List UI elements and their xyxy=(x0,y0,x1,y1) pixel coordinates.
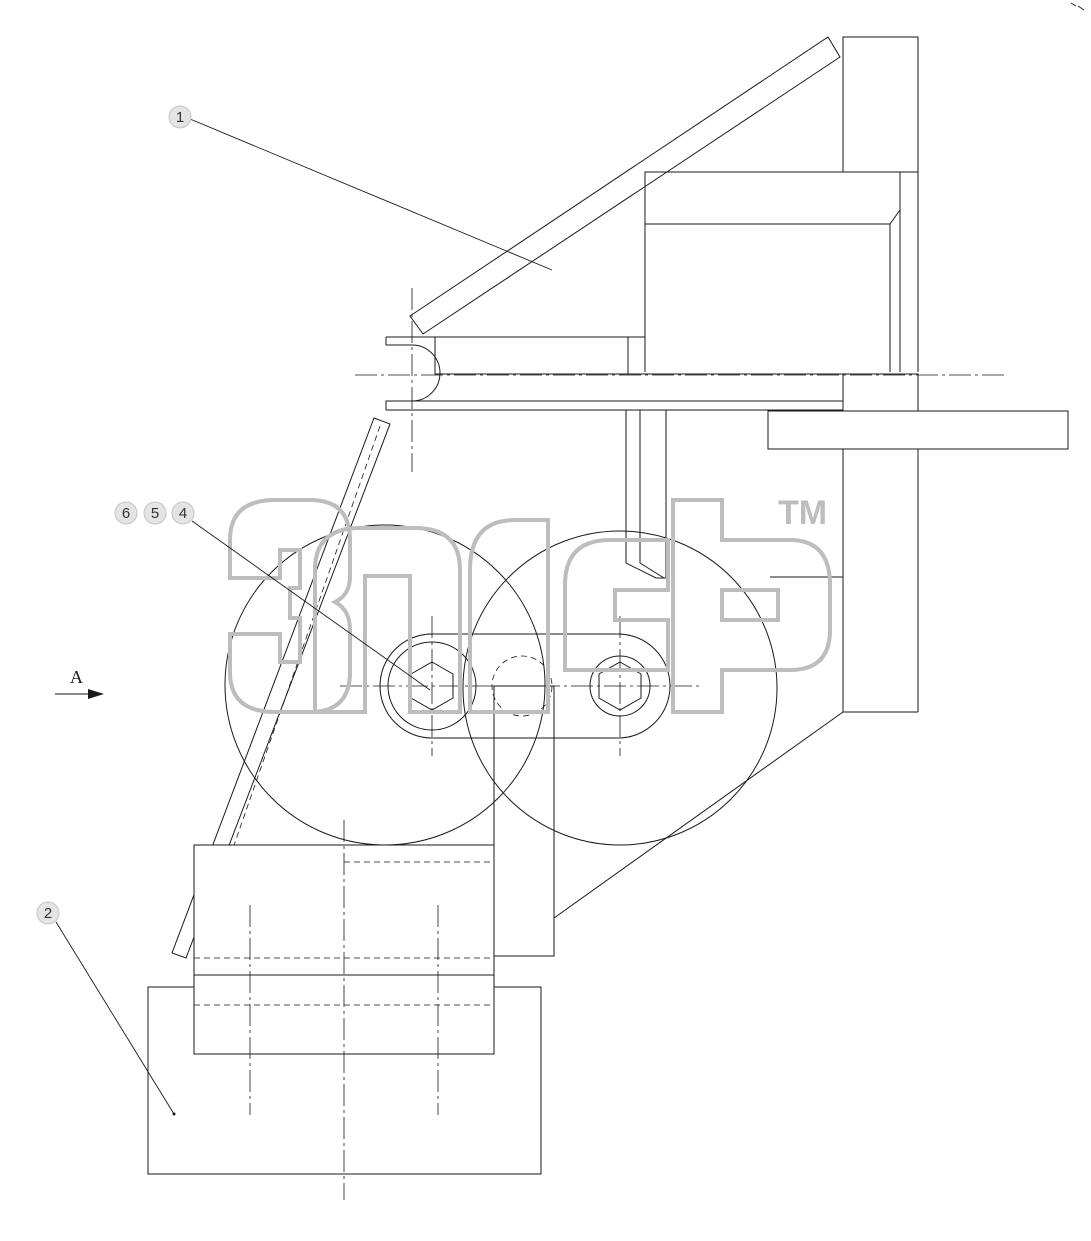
leader-1 xyxy=(189,118,553,271)
bracket-block xyxy=(842,373,919,412)
callout-2: 2 xyxy=(36,901,60,925)
callout-1: 1 xyxy=(168,105,192,129)
callout-6: 6 xyxy=(114,501,138,525)
watermark-glyph-4 xyxy=(563,538,670,672)
callout-4-label: 4 xyxy=(179,505,187,522)
lever-bar xyxy=(171,417,391,959)
channel xyxy=(625,410,667,579)
watermark-tm: TM xyxy=(778,494,827,532)
channel-inner-2 xyxy=(639,562,665,579)
leader-2 xyxy=(55,921,175,1115)
watermark-glyph-1 xyxy=(228,498,352,714)
wheels xyxy=(224,524,844,957)
callout-4: 4 xyxy=(171,501,195,525)
watermark-glyph-2 xyxy=(313,526,462,714)
view-arrow-a: A xyxy=(55,667,104,699)
watermark: TM xyxy=(228,494,832,714)
callout-1-label: 1 xyxy=(176,109,184,126)
watermark-glyph-3 xyxy=(468,518,550,714)
leaders xyxy=(55,118,553,1116)
callout-5: 5 xyxy=(143,501,167,525)
right-wall-hatched xyxy=(842,36,919,173)
top-block-hatched xyxy=(644,171,901,225)
wheel-right xyxy=(462,530,778,846)
watermark-glyph-5 xyxy=(671,498,832,714)
view-label: A xyxy=(70,667,83,687)
connecting-strap xyxy=(493,685,555,957)
diagonal-plate-hatched xyxy=(409,36,841,335)
callout-5-label: 5 xyxy=(151,505,159,522)
support-brace xyxy=(553,711,844,919)
lower-assembly xyxy=(147,820,542,1200)
leader-4 xyxy=(191,520,431,691)
side-arm xyxy=(767,410,1069,450)
leader-2-dot xyxy=(172,1112,176,1116)
shaft-bar-hatched xyxy=(434,336,629,375)
pin-end xyxy=(385,337,441,410)
corner-mark xyxy=(1070,2,1085,11)
callout-6-label: 6 xyxy=(122,505,130,522)
callout-2-label: 2 xyxy=(44,905,52,922)
view-arrow-head xyxy=(88,689,104,699)
